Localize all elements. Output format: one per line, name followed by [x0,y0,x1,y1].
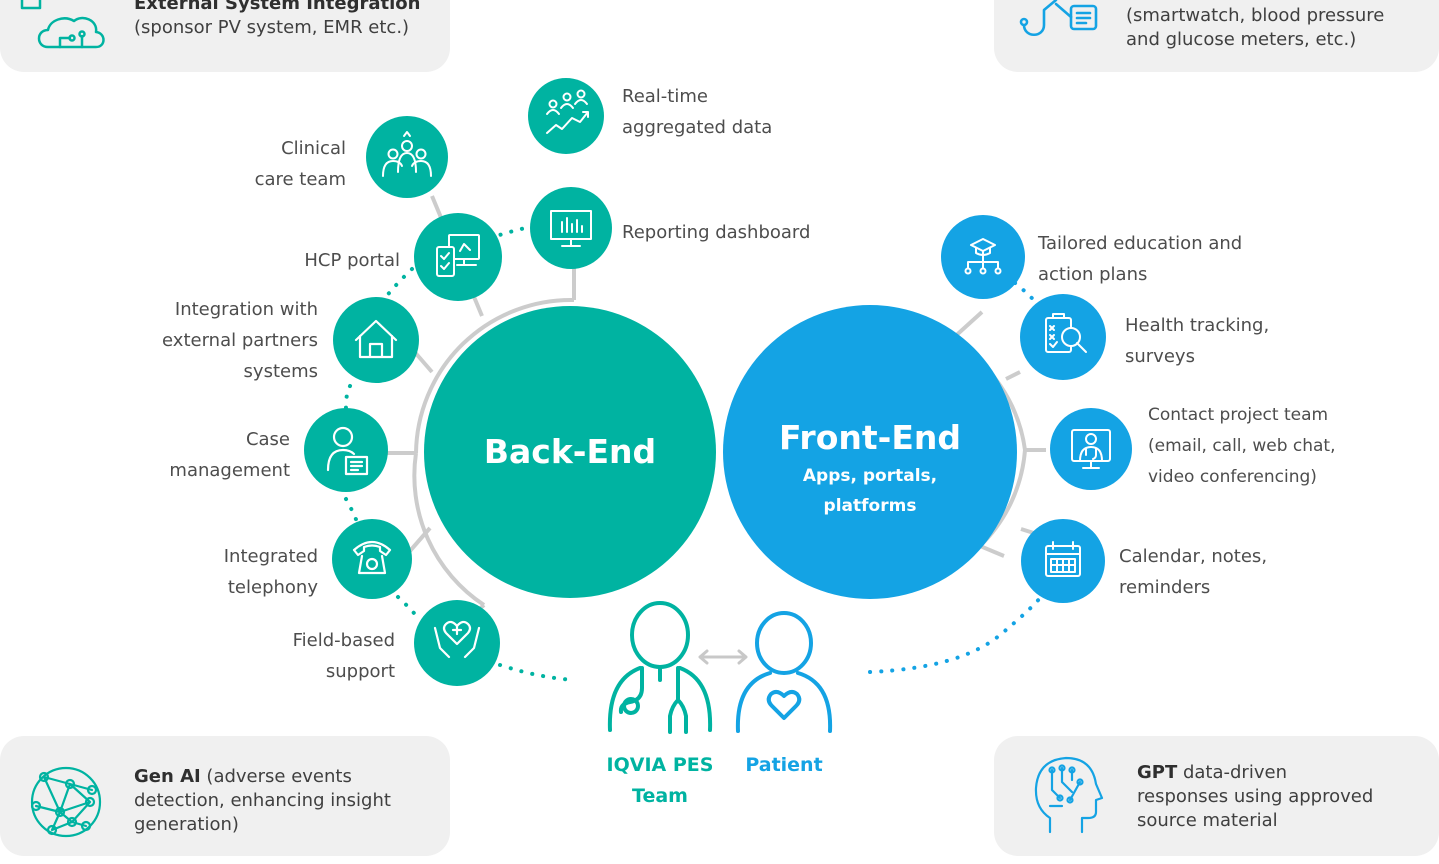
gen-ai-bold: Gen AI [134,766,201,787]
team-label-line: Team [632,785,688,807]
external-integration-desc: (sponsor PV system, EMR etc.) [134,17,410,38]
patient-heart-icon [735,611,833,733]
label-line: surveys [1125,346,1195,367]
hcp-portal-node [414,213,502,301]
telephone-node [332,519,412,599]
label-line: management [169,460,290,481]
education-plan-icon [964,238,1002,275]
external-integration-title: External System Integration [134,0,421,14]
contact-team-icon [1071,429,1111,469]
health-tracking-icon [1045,313,1087,353]
backend-hub [424,306,716,598]
team-label-line: IQVIA PES [606,754,714,776]
gpt-bold: GPT [1137,762,1178,783]
calendar-node [1021,519,1105,603]
gpt-line: responses using approved [1137,786,1374,807]
education-plan-node [941,215,1025,299]
wearable-devices-icon [1019,0,1098,37]
team-label: IQVIA PES Team [560,750,760,812]
label-line: telephony [227,577,318,598]
case-management-icon [326,426,369,476]
label-aggregated-data: Real-time aggregated data [622,81,772,143]
label-line: Reporting dashboard [622,222,811,243]
house-node [333,297,419,383]
cloud-network-icon [20,0,105,49]
gen-ai-rest: (adverse events [200,766,352,787]
contact-team-node [1050,408,1132,490]
gen-ai-line: generation) [134,814,239,835]
care-team-node [366,116,448,198]
patient-label-line: Patient [745,754,823,776]
label-telephony: Integrated telephony [224,541,318,603]
label-line: aggregated data [622,117,773,138]
external-integration-text: External System Integration (sponsor PV … [134,0,420,40]
label-line: video conferencing) [1148,467,1317,487]
label-line: Health tracking, [1125,315,1270,336]
label-line: Contact project team [1148,405,1329,425]
label-health-tracking: Health tracking, surveys [1125,310,1269,372]
gen-ai-box [0,736,450,856]
gen-ai-line: detection, enhancing insight [134,790,391,811]
label-line: Clinical [281,138,346,159]
calendar-icon [1045,541,1081,577]
label-field-support: Field-based support [293,625,395,687]
heart-hands-node [414,600,500,686]
frontend-subtitle-line: Apps, portals, [802,466,938,486]
label-line: external partners [162,330,318,351]
label-line: action plans [1038,264,1148,285]
doctor-icon [607,601,713,734]
gpt-rest: data-driven [1177,762,1287,783]
label-line: (email, call, web chat, [1148,436,1336,456]
frontend-hub [723,305,1017,599]
health-tracking-node [1020,294,1106,380]
devices-line: (smartwatch, blood pressure [1126,5,1385,26]
reporting-dashboard-icon [550,210,592,247]
label-line: care team [254,169,346,190]
devices-line: and glucose meters, etc.) [1126,29,1357,50]
bidirectional-arrow [698,649,748,665]
telephone-icon [352,540,392,575]
label-line: systems [243,361,318,382]
case-management-node [304,408,388,492]
label-line: Case [245,429,290,450]
label-hcp-portal: HCP portal [304,245,400,276]
label-line: reminders [1119,577,1211,598]
aggregated-data-node [528,78,604,154]
label-line: HCP portal [304,250,400,271]
hcp-portal-icon [436,234,480,277]
label-line: support [325,661,395,682]
gpt-box [994,736,1439,856]
label-line: Tailored education and [1038,233,1243,254]
label-external-partners: Integration with external partners syste… [162,294,318,387]
patient-label: Patient [724,750,844,781]
frontend-hub-title: Front-End [779,418,961,457]
neural-globe-icon [30,766,102,838]
gen-ai-text: Gen AI (adverse events detection, enhanc… [134,765,391,837]
frontend-subtitle-line: platforms [823,496,917,516]
label-line: Integrated [223,546,318,567]
label-calendar: Calendar, notes, reminders [1119,541,1267,603]
label-case-management: Case management [169,424,290,486]
label-reporting-dashboard: Reporting dashboard [622,217,810,248]
label-contact-team: Contact project team (email, call, web c… [1148,400,1336,493]
label-line: Real-time [622,86,708,107]
gpt-text: GPT data-driven responses using approved… [1137,761,1373,833]
devices-text: (smartwatch, blood pressure and glucose … [1126,4,1384,52]
house-icon [354,319,398,359]
aggregated-data-icon [546,89,589,134]
backend-hub-title: Back-End [483,432,657,471]
heart-hands-icon [433,620,481,659]
label-care-team: Clinical care team [255,133,346,195]
ai-head-icon [1034,756,1104,834]
label-line: Calendar, notes, [1119,546,1268,567]
gpt-line: source material [1137,810,1278,831]
care-team-icon [382,131,432,177]
devices-box [994,0,1439,72]
frontend-hub-subtitle: Apps, portals, platforms [723,461,1017,521]
label-line: Field-based [292,630,395,651]
reporting-dashboard-node [530,187,612,269]
label-line: Integration with [174,299,318,320]
label-education-plan: Tailored education and action plans [1038,228,1242,290]
